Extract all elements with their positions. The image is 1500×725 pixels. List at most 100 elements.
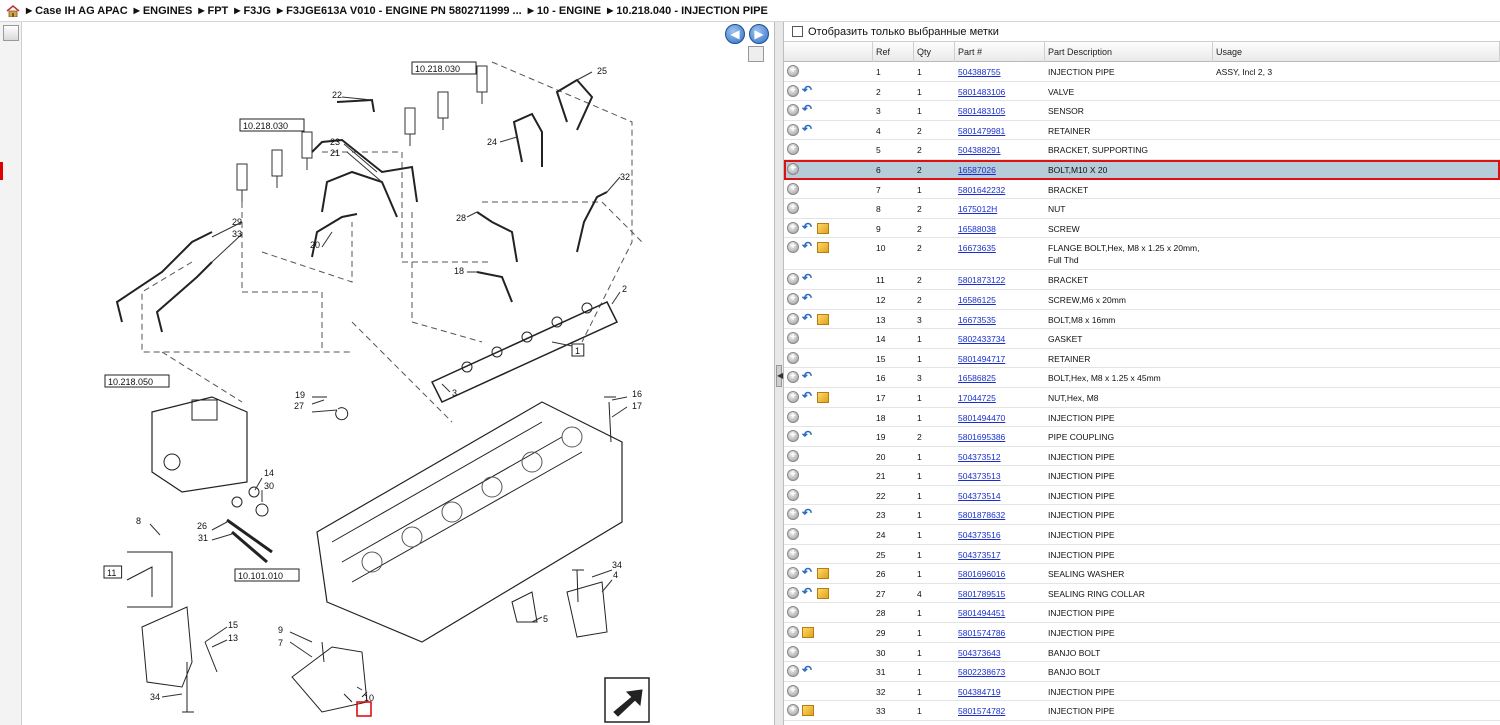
add-to-cart-icon[interactable]: +	[787, 528, 799, 541]
package-icon[interactable]	[817, 391, 829, 403]
replacement-arrow-icon[interactable]: ↶	[802, 271, 813, 286]
add-to-cart-icon[interactable]: +	[787, 410, 799, 423]
replacement-arrow-icon[interactable]: ↶	[802, 239, 813, 254]
breadcrumb-item[interactable]: 10.218.040 - INJECTION PIPE	[616, 4, 768, 17]
diagram-ref-label[interactable]: 29	[232, 217, 242, 227]
diagram-ref-label[interactable]: 31	[198, 533, 208, 543]
panel-splitter[interactable]: ◀	[774, 22, 784, 725]
package-icon[interactable]	[817, 313, 829, 325]
diagram-ref-label[interactable]: 34	[150, 692, 160, 702]
part-number-link[interactable]: 5801789515	[958, 588, 1006, 599]
diagram-ref-label[interactable]: 16	[632, 389, 642, 399]
add-to-cart-icon[interactable]: +	[787, 143, 799, 156]
part-number-link[interactable]: 504388291	[958, 145, 1001, 156]
col-part-number[interactable]: Part #	[955, 42, 1045, 62]
fullscreen-icon[interactable]	[748, 46, 764, 62]
breadcrumb-item[interactable]: Case IH AG APAC	[35, 4, 128, 17]
part-number-link[interactable]: 16586125	[958, 294, 996, 305]
part-number-link[interactable]: 5801878632	[958, 510, 1006, 521]
add-to-cart-icon[interactable]: +	[787, 162, 799, 175]
part-number-link[interactable]: 504373643	[958, 647, 1001, 658]
add-to-cart-icon[interactable]: +	[787, 665, 799, 678]
diagram-ref-label[interactable]: 22	[332, 90, 342, 100]
diagram-ref-label[interactable]: 14	[264, 468, 274, 478]
diagram-group-label[interactable]: 11	[107, 568, 116, 578]
add-to-cart-icon[interactable]: +	[787, 430, 799, 443]
part-number-link[interactable]: 5801479981	[958, 125, 1006, 136]
diagram-ref-label[interactable]: 13	[228, 633, 238, 643]
part-number-link[interactable]: 16588038	[958, 223, 996, 234]
part-number-link[interactable]: 504373516	[958, 530, 1001, 541]
add-to-cart-icon[interactable]: +	[787, 182, 799, 195]
part-number-link[interactable]: 504373517	[958, 549, 1001, 560]
replacement-arrow-icon[interactable]: ↶	[802, 388, 813, 403]
diagram-ref-label[interactable]: 20	[310, 240, 320, 250]
diagram-ref-label[interactable]: 2	[622, 284, 627, 294]
replacement-arrow-icon[interactable]: ↶	[802, 102, 813, 117]
add-to-cart-icon[interactable]: +	[787, 202, 799, 215]
add-to-cart-icon[interactable]: +	[787, 606, 799, 619]
part-number-link[interactable]: 16673635	[958, 243, 996, 254]
col-usage[interactable]: Usage	[1213, 42, 1500, 62]
diagram-ref-label[interactable]: 21	[330, 148, 340, 158]
replacement-arrow-icon[interactable]: ↶	[802, 663, 813, 678]
diagram-ref-label[interactable]: 27	[294, 401, 304, 411]
diagram-group-label[interactable]: 10.218.030	[243, 121, 288, 131]
part-number-link[interactable]: 5801695386	[958, 432, 1006, 443]
package-icon[interactable]	[817, 568, 829, 580]
diagram-ref-label[interactable]: 10	[364, 693, 374, 703]
breadcrumb-item[interactable]: F3JGE613A V010 - ENGINE PN 5802711999 ..…	[286, 4, 522, 17]
replacement-arrow-icon[interactable]: ↶	[802, 82, 813, 97]
add-to-cart-icon[interactable]: +	[787, 332, 799, 345]
replacement-arrow-icon[interactable]: ↶	[802, 121, 813, 136]
add-to-cart-icon[interactable]: +	[787, 371, 799, 384]
part-number-link[interactable]: 5801696016	[958, 569, 1006, 580]
diagram-ref-label[interactable]: 4	[613, 570, 618, 580]
diagram-ref-label[interactable]: 9	[278, 625, 283, 635]
add-to-cart-icon[interactable]: +	[787, 586, 799, 599]
diagram-ref-label[interactable]: 18	[454, 266, 464, 276]
breadcrumb-item[interactable]: ENGINES	[142, 4, 193, 17]
diagram-ref-label[interactable]: 23	[330, 137, 340, 147]
diagram-ref-label[interactable]: 30	[264, 481, 274, 491]
replacement-arrow-icon[interactable]: ↶	[802, 506, 813, 521]
add-to-cart-icon[interactable]: +	[787, 273, 799, 286]
add-to-cart-icon[interactable]: +	[787, 547, 799, 560]
diagram-ref-label[interactable]: 33	[232, 229, 242, 239]
part-number-link[interactable]: 5801483105	[958, 106, 1006, 117]
part-number-link[interactable]: 504384719	[958, 686, 1001, 697]
package-icon[interactable]	[802, 627, 814, 639]
show-selected-checkbox[interactable]	[792, 26, 803, 37]
export-icon[interactable]	[3, 25, 19, 41]
breadcrumb-item[interactable]: 10 - ENGINE	[536, 4, 602, 17]
col-description[interactable]: Part Description	[1045, 42, 1213, 62]
diagram-ref-label[interactable]: 25	[597, 66, 607, 76]
add-to-cart-icon[interactable]: +	[787, 626, 799, 639]
add-to-cart-icon[interactable]: +	[787, 292, 799, 305]
part-number-link[interactable]: 5802433734	[958, 334, 1006, 345]
diagram-ref-label[interactable]: 8	[136, 516, 141, 526]
add-to-cart-icon[interactable]: +	[787, 104, 799, 117]
diagram-group-label[interactable]: 1	[575, 346, 580, 356]
